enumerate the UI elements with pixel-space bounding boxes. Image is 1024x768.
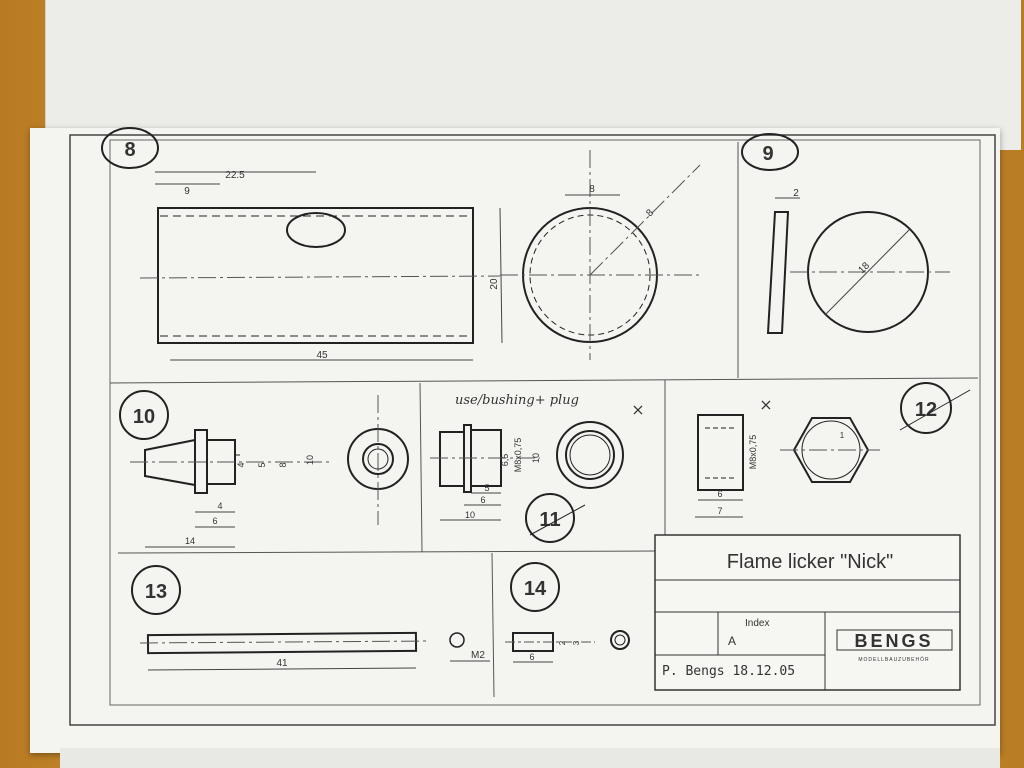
part-9: 9 2 18 bbox=[741, 133, 950, 334]
dim-13-b: M2 bbox=[471, 650, 485, 661]
part-14-end-inner bbox=[614, 634, 626, 646]
title-block: Flame licker "Nick" Index A P. Bengs 18.… bbox=[654, 534, 961, 691]
part-13-number: 13 bbox=[145, 581, 167, 603]
part-14-badge bbox=[510, 562, 560, 612]
part-12-badge bbox=[900, 382, 952, 434]
part-8-centerline bbox=[139, 275, 501, 279]
dim-10-b: 5 bbox=[257, 462, 267, 467]
dim-8-c: 20 bbox=[489, 278, 500, 290]
dim-11-c: 10 bbox=[531, 453, 541, 463]
part-10-number: 10 bbox=[133, 406, 155, 428]
drawing-frame bbox=[69, 134, 996, 726]
part-13: 13 41 M2 bbox=[131, 565, 490, 671]
logo-subtitle: MODELLBAUZUBEHÖR bbox=[858, 656, 929, 663]
dim-41-line bbox=[147, 667, 417, 671]
dim-12-d: 1 bbox=[840, 431, 845, 440]
dim-11-b: M8x0,75 bbox=[513, 438, 523, 473]
dim-11-a: 6,5 bbox=[500, 454, 510, 467]
col-divider-13 bbox=[491, 552, 495, 698]
dim-8-f: 8 bbox=[644, 207, 656, 219]
part-11-end-inner bbox=[565, 430, 615, 480]
dim-8-e: 8 bbox=[589, 184, 595, 195]
part-14-number: 14 bbox=[524, 578, 547, 600]
row-divider-1 bbox=[109, 377, 979, 384]
page-edge bbox=[60, 748, 1000, 768]
dim-12-a: M8x0,75 bbox=[748, 435, 758, 470]
dim-8-b: 22.5 bbox=[225, 170, 245, 181]
part-12-strikethrough bbox=[899, 389, 971, 431]
dim-10-f: 6 bbox=[212, 516, 217, 526]
col-divider-10 bbox=[419, 382, 423, 553]
part-13-badge bbox=[131, 565, 181, 615]
part-14: 14 2 3 6 bbox=[505, 562, 630, 663]
part-12: × M8x0,75 6 7 1 12 bbox=[695, 382, 971, 518]
part-8-badge bbox=[101, 127, 159, 169]
drawing-title: Flame licker "Nick" bbox=[727, 551, 893, 573]
dim-8-a: 9 bbox=[184, 186, 190, 197]
cross-mark-12: × bbox=[759, 395, 772, 414]
cross-mark-11: × bbox=[631, 400, 644, 419]
index-value: A bbox=[728, 634, 736, 648]
signature-stamp: P. Bengs 18.12.05 bbox=[662, 664, 795, 679]
dim-12-c: 7 bbox=[717, 506, 722, 516]
dim-14-b: 3 bbox=[572, 640, 581, 645]
part-9-number: 9 bbox=[762, 143, 773, 165]
dim-8-d: 45 bbox=[316, 350, 328, 361]
part-11-end-bore bbox=[569, 434, 611, 476]
part-10: 10 4 5 8 10 4 6 14 bbox=[119, 390, 409, 548]
part-9-disc-side bbox=[766, 211, 790, 334]
dim-10-g: 14 bbox=[185, 536, 195, 546]
dim-18-line bbox=[824, 228, 911, 316]
part-10-end-inner bbox=[362, 443, 394, 475]
dim-14-c: 6 bbox=[529, 652, 534, 662]
part-11-number: 11 bbox=[539, 509, 560, 531]
dim-11-d: 5 bbox=[484, 483, 489, 493]
part-11: use/bushing+ plug × 6,5 M8x0,75 10 5 6 1… bbox=[430, 393, 645, 543]
dim-10-e: 4 bbox=[217, 501, 222, 511]
dim-11-f: 10 bbox=[465, 510, 475, 520]
dim-14-a: 2 bbox=[558, 640, 567, 645]
dim-10-d: 10 bbox=[305, 455, 315, 465]
logo-box bbox=[836, 629, 953, 651]
part-11-end-outer bbox=[556, 421, 624, 489]
row-divider-2 bbox=[117, 550, 656, 554]
part-8: 8 9 22.5 20 45 8 8 bbox=[101, 127, 701, 361]
part-8-number: 8 bbox=[124, 139, 135, 161]
handwritten-note: use/bushing+ plug bbox=[455, 393, 579, 408]
part-13-centerline bbox=[139, 640, 431, 644]
dim-9-b: 18 bbox=[856, 260, 872, 276]
part-12-number: 12 bbox=[915, 399, 937, 421]
dim-10-a: 4 bbox=[236, 462, 246, 467]
bengs-logo: BENGS bbox=[854, 631, 933, 651]
part-13-end-view bbox=[449, 632, 465, 648]
part-12-nut-side bbox=[697, 414, 744, 491]
part-11-badge bbox=[525, 493, 575, 543]
index-label: Index bbox=[745, 618, 769, 629]
part-8-diagonal-line bbox=[589, 164, 701, 276]
folded-page-back bbox=[45, 0, 1021, 150]
part-11-stem bbox=[439, 431, 465, 487]
dim-10-c: 8 bbox=[278, 462, 288, 467]
drawing-border bbox=[109, 139, 981, 706]
part-8-cylinder-side bbox=[157, 207, 474, 344]
part-9-badge bbox=[741, 133, 799, 171]
part-14-end-outer bbox=[610, 630, 630, 650]
dim-13-a: 41 bbox=[276, 658, 288, 669]
part-11-strikethrough bbox=[529, 504, 586, 536]
dim-11-e: 6 bbox=[480, 495, 485, 505]
part-13-rod bbox=[146, 631, 418, 655]
part-8-hole bbox=[286, 212, 346, 248]
dim-12-b: 6 bbox=[717, 489, 722, 499]
dim-9-a: 2 bbox=[793, 188, 799, 199]
part-10-badge bbox=[119, 390, 169, 440]
